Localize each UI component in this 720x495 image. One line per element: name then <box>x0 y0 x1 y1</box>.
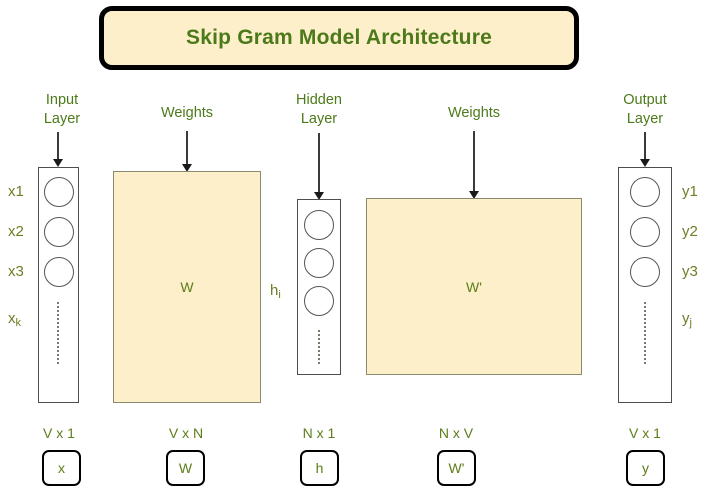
dimension-label-0: V x 1 <box>43 425 75 441</box>
output-node-label-2: y2 <box>682 223 698 240</box>
caption-weights-2: Weights <box>421 104 527 123</box>
arrow-head <box>53 159 63 167</box>
dimension-box-2: h <box>300 450 339 486</box>
hidden-layer-box <box>297 199 341 375</box>
caption-hidden-layer-line2: Layer <box>300 111 338 127</box>
input-layer-box <box>38 167 79 403</box>
arrow-to-weights-2 <box>468 131 480 199</box>
input-node-label-k-base: x <box>8 310 16 327</box>
hidden-layer-side-label-base: h <box>270 282 279 299</box>
arrow-shaft <box>318 133 320 192</box>
dimension-label-2: N x 1 <box>302 425 336 441</box>
arrow-shaft <box>186 131 188 164</box>
output-node-label-1: y1 <box>682 183 698 200</box>
caption-hidden-layer-line1: Hidden <box>296 92 342 108</box>
caption-input-layer-line2: Layer <box>43 111 81 127</box>
arrow-head <box>640 159 650 167</box>
caption-input-layer-line1: Input <box>45 92 79 108</box>
arrow-to-hidden-layer <box>313 133 325 200</box>
weights-matrix-w: W <box>113 171 261 403</box>
arrow-shaft <box>473 131 475 191</box>
caption-weights-1-text: Weights <box>160 105 214 121</box>
dimension-box-3: W' <box>437 450 476 486</box>
arrow-head <box>314 192 324 200</box>
arrow-shaft <box>644 132 646 159</box>
input-node-label-3: x3 <box>8 263 24 280</box>
arrow-shaft <box>57 132 59 159</box>
input-node-2 <box>44 217 74 247</box>
input-node-label-2: x2 <box>8 223 24 240</box>
dimension-label-4: V x 1 <box>629 425 661 441</box>
dimension-box-1: W <box>166 450 205 486</box>
dimension-box-4: y <box>626 450 665 486</box>
input-node-label-k: xk <box>8 310 22 329</box>
caption-output-layer: Output Layer <box>603 91 687 129</box>
output-node-label-j-base: y <box>682 310 690 327</box>
hidden-layer-side-label: hi <box>270 282 281 301</box>
dimension-box-0: x <box>42 450 81 486</box>
page-title: Skip Gram Model Architecture <box>186 26 492 49</box>
output-node-1 <box>630 177 660 207</box>
output-layer-box <box>618 167 672 403</box>
arrow-to-output-layer <box>639 132 651 167</box>
arrow-to-weights-1 <box>181 131 193 172</box>
input-node-1 <box>44 177 74 207</box>
caption-output-layer-line1: Output <box>623 92 667 108</box>
caption-weights-2-text: Weights <box>447 105 501 121</box>
input-node-label-k-sub: k <box>15 317 22 329</box>
output-node-2 <box>630 217 660 247</box>
output-node-3 <box>630 257 660 287</box>
arrow-to-input-layer <box>52 132 64 167</box>
weights-matrix-w-prime: W' <box>366 198 582 375</box>
input-ellipsis-dots <box>57 302 62 364</box>
hidden-node-2 <box>304 248 334 278</box>
hidden-node-3 <box>304 286 334 316</box>
dimension-box-2-label: h <box>315 460 324 476</box>
dimension-label-3: N x V <box>438 425 474 441</box>
title-banner: Skip Gram Model Architecture <box>99 6 579 70</box>
caption-hidden-layer: Hidden Layer <box>277 91 361 129</box>
output-node-label-3: y3 <box>682 263 698 280</box>
weights-matrix-w-label: W <box>180 279 194 295</box>
output-node-label-j: yj <box>682 310 692 329</box>
hidden-node-1 <box>304 210 334 240</box>
caption-weights-1: Weights <box>134 104 240 123</box>
dimension-box-1-label: W <box>178 460 193 476</box>
caption-output-layer-line2: Layer <box>626 111 664 127</box>
hidden-ellipsis-dots <box>318 330 323 364</box>
input-node-3 <box>44 257 74 287</box>
weights-matrix-w-prime-label: W' <box>466 278 482 295</box>
dimension-box-3-label: W' <box>448 460 465 476</box>
dimension-box-0-label: x <box>58 460 65 476</box>
dimension-box-4-label: y <box>642 460 649 476</box>
hidden-layer-side-label-sub: i <box>278 289 281 301</box>
caption-input-layer: Input Layer <box>20 91 104 129</box>
input-node-label-1: x1 <box>8 183 24 200</box>
arrow-head <box>469 191 479 199</box>
output-node-label-j-sub: j <box>689 317 692 329</box>
dimension-label-1: V x N <box>168 425 204 441</box>
output-ellipsis-dots <box>644 302 649 364</box>
arrow-head <box>182 164 192 172</box>
